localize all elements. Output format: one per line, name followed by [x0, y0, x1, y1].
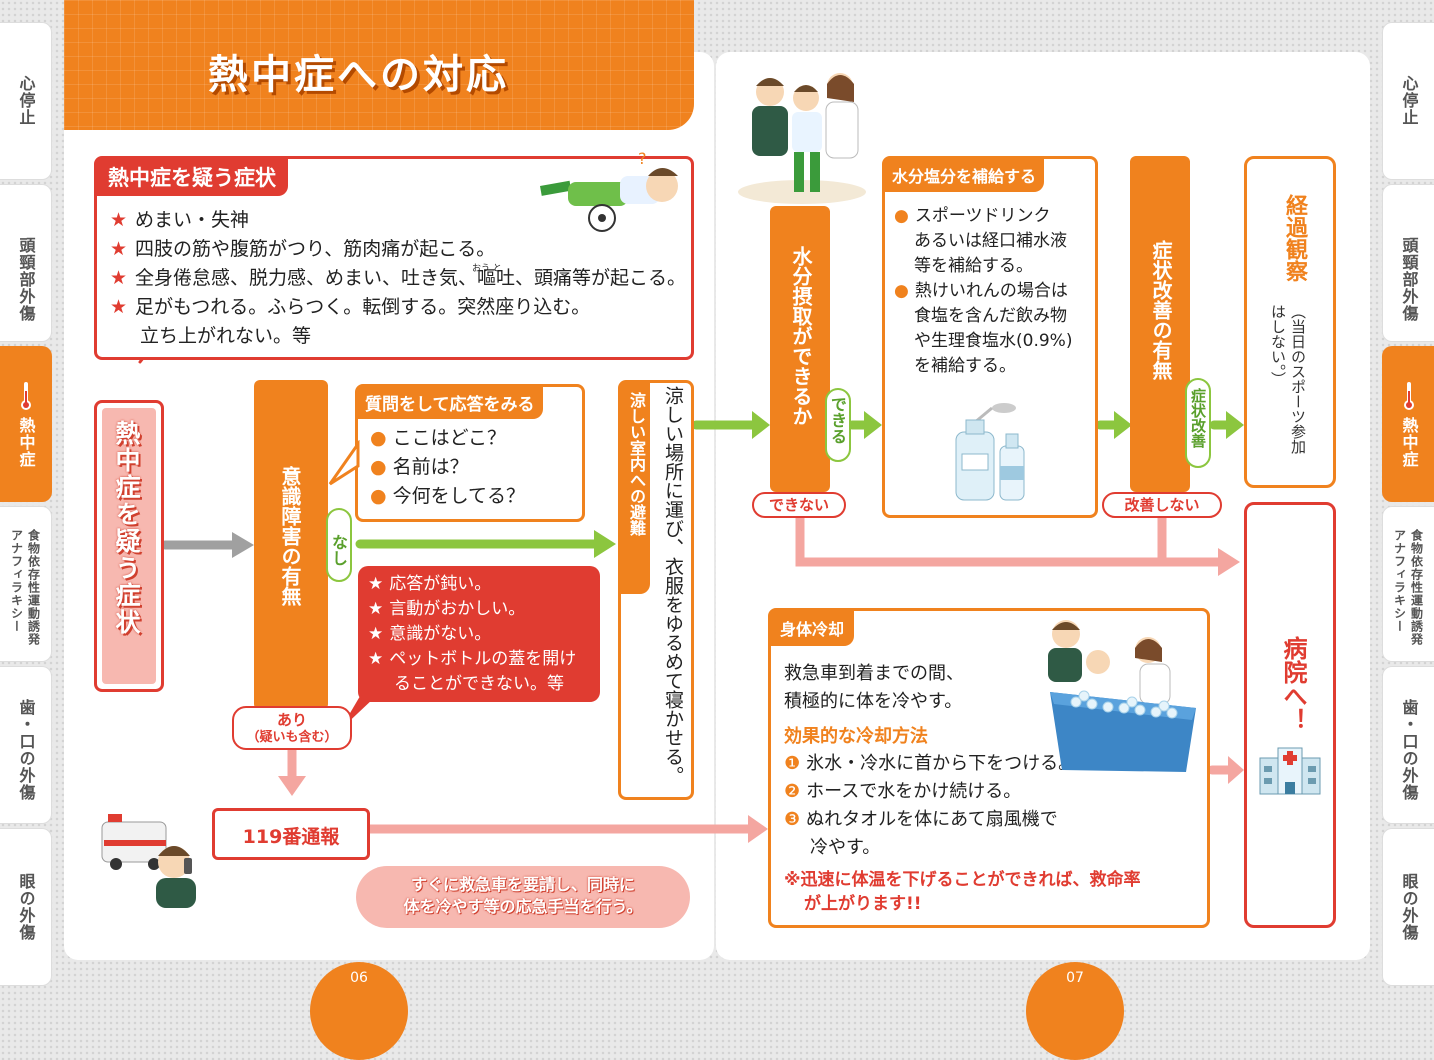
question-item: ●名前は？ — [370, 456, 469, 478]
cooling-heading: 身体冷却 — [770, 610, 855, 646]
supply-item-cont: あるいは経口補水液 — [914, 231, 1067, 251]
svg-text:?: ? — [638, 149, 647, 168]
start-box-inner — [102, 408, 156, 684]
tab-anaphylaxis[interactable]: 食物依存性運動誘発アナフィラキシー — [0, 506, 52, 662]
cooling-intro: 救急車到着までの間、 積極的に体を冷やす。 — [784, 660, 964, 716]
page-number-right: 07 — [1066, 970, 1084, 986]
improvement-label: 症状改善の有無 — [1149, 240, 1173, 380]
tab-eye-injury[interactable]: 眼の外傷 — [0, 828, 52, 986]
questions-list: ●ここはどこ？ ●名前は？ ●今何をしてる？ — [370, 424, 525, 511]
call-note-line: すぐに救急車を要請し、同時に — [410, 875, 635, 894]
not-improved-pill: 改善しない — [1102, 492, 1222, 518]
question-item: ●ここはどこ？ — [370, 427, 507, 449]
symptom-item: ★四肢の筋や腹筋がつり、筋肉痛が起こる。 — [110, 238, 496, 260]
hydration-box — [770, 206, 830, 492]
staff-helping-illustration — [738, 73, 866, 204]
cooling-methods-heading: 効果的な冷却方法 — [784, 726, 928, 747]
observe-note: （当日のスポーツ参加はしない。） — [1269, 304, 1307, 454]
supply-item: ●スポーツドリンク — [894, 206, 1051, 226]
cooling-warning-line: が上がります!! — [804, 894, 922, 914]
flow-arrows — [138, 328, 1244, 843]
sign-item: ★ペットボトルの蓋を開け — [368, 649, 577, 669]
evacuate-tag-bg — [620, 382, 650, 594]
call-119-box — [212, 808, 370, 860]
symptom-item: ★足がもつれる。ふらつく。転倒する。突然座り込む。 — [110, 296, 591, 318]
hospital-box — [1244, 502, 1336, 928]
tab-head-neck-injury-right[interactable]: 頭頸部外傷 — [1382, 184, 1434, 342]
supply-heading: 水分塩分を補給する — [884, 158, 1045, 192]
consciousness-label: 意識障害の有無 — [278, 466, 302, 606]
questions-heading: 質問をして応答をみる — [357, 386, 543, 419]
call-note-line: 体を冷やす等の応急手当を行う。 — [403, 897, 643, 916]
improved-tag: 症状改善 — [1185, 378, 1211, 468]
cooling-warning-line: ※迅速に体温を下げることができれば、救命率 — [784, 870, 1141, 890]
supply-item-cont: を補給する。 — [914, 356, 1016, 376]
cooling-intro-line: 積極的に体を冷やす。 — [784, 691, 963, 712]
hydration-question: 水分摂取ができるか — [789, 246, 813, 426]
observe-box — [1244, 156, 1336, 488]
thermometer-icon — [1403, 382, 1414, 410]
sign-item-cont: ることができない。等 — [394, 674, 564, 694]
none-tag: なし — [326, 508, 352, 582]
fallen-player-illustration: ? — [540, 149, 678, 232]
cooling-warning: ※迅速に体温を下げることができれば、救命率 が上がります!! — [784, 868, 1141, 916]
supply-item-cont: 食塩を含んだ飲み物 — [914, 306, 1067, 326]
ambulance-illustration — [101, 814, 196, 908]
can-tag: できる — [825, 388, 851, 462]
symptoms-heading: 熱中症を疑う症状 — [96, 158, 288, 196]
supply-item: ●熱けいれんの場合は — [894, 281, 1068, 301]
question-item: ●今何をしてる？ — [370, 485, 526, 507]
water-bottles-illustration — [955, 403, 1025, 501]
tab-heatstroke-right[interactable]: 熱中症 — [1382, 346, 1434, 502]
tab-cardiac-arrest[interactable]: 心停止 — [0, 22, 52, 180]
start-label: 熱中症を疑う症状 — [112, 420, 141, 636]
sign-item: ★言動がおかしい。 — [368, 599, 526, 619]
signs-list: ★応答が鈍い。 ★言動がおかしい。 ★意識がない。 ★ペットボトルの蓋を開け る… — [368, 572, 576, 697]
supply-item-cont: や生理食塩水(0.9%) — [914, 331, 1073, 351]
cooling-method-cont: 冷やす。 — [810, 837, 881, 858]
tab-eye-injury-right[interactable]: 眼の外傷 — [1382, 828, 1434, 986]
symptom-item: ★全身倦怠感、脱力感、めまい、吐き気、嘔吐、頭痛等が起こる。 おう と — [110, 264, 686, 293]
evacuate-label: 涼しい室内への避難 — [627, 392, 646, 536]
symptoms-list: ★めまい・失神 ★四肢の筋や腹筋がつり、筋肉痛が起こる。 ★全身倦怠感、脱力感、… — [110, 206, 686, 351]
yes-pill: あり （疑いも含む） — [232, 706, 352, 750]
symptom-item: ★めまい・失神 — [110, 209, 250, 231]
cooling-intro-line: 救急車到着までの間、 — [784, 663, 964, 684]
supply-item-cont: 等を補給する。 — [914, 256, 1033, 276]
ice-bath-illustration — [1048, 620, 1196, 772]
hospital-label: 病院へ！ — [1279, 636, 1307, 732]
questions-callout — [328, 440, 360, 486]
observe-label: 経過観察 — [1282, 194, 1307, 282]
title-bar — [64, 0, 694, 130]
improvement-box — [1130, 156, 1190, 492]
tab-heatstroke[interactable]: 熱中症 — [0, 346, 52, 502]
hospital-icon — [1259, 747, 1321, 795]
thermometer-icon — [20, 382, 31, 410]
sign-item: ★意識がない。 — [368, 624, 492, 644]
tab-cardiac-arrest-right[interactable]: 心停止 — [1382, 22, 1434, 180]
tab-anaphylaxis-right[interactable]: 食物依存性運動誘発アナフィラキシー — [1382, 506, 1434, 662]
call-119-label: 119番通報 — [242, 826, 340, 848]
furigana: おう と — [472, 264, 502, 274]
signs-box — [358, 566, 600, 702]
tab-dental-oral-injury[interactable]: 歯・口の外傷 — [0, 666, 52, 824]
supply-list: ●スポーツドリンク あるいは経口補水液 等を補給する。 ●熱けいれんの場合は 食… — [894, 204, 1072, 379]
call-119-note: すぐに救急車を要請し、同時に 体を冷やす等の応急手当を行う。 — [356, 866, 690, 928]
tab-head-neck-injury[interactable]: 頭頸部外傷 — [0, 184, 52, 342]
sign-item: ★応答が鈍い。 — [368, 574, 492, 594]
cannot-pill: できない — [752, 492, 846, 518]
tab-dental-oral-injury-right[interactable]: 歯・口の外傷 — [1382, 666, 1434, 824]
page-title: 熱中症への対応 — [208, 52, 509, 98]
evacuate-text: 涼しい場所に運び、衣服をゆるめて寝かせる。 — [662, 386, 684, 785]
page-number-left: 06 — [350, 970, 368, 986]
consciousness-box — [254, 380, 328, 710]
symptom-item-cont: 立ち上がれない。等 — [140, 325, 312, 347]
